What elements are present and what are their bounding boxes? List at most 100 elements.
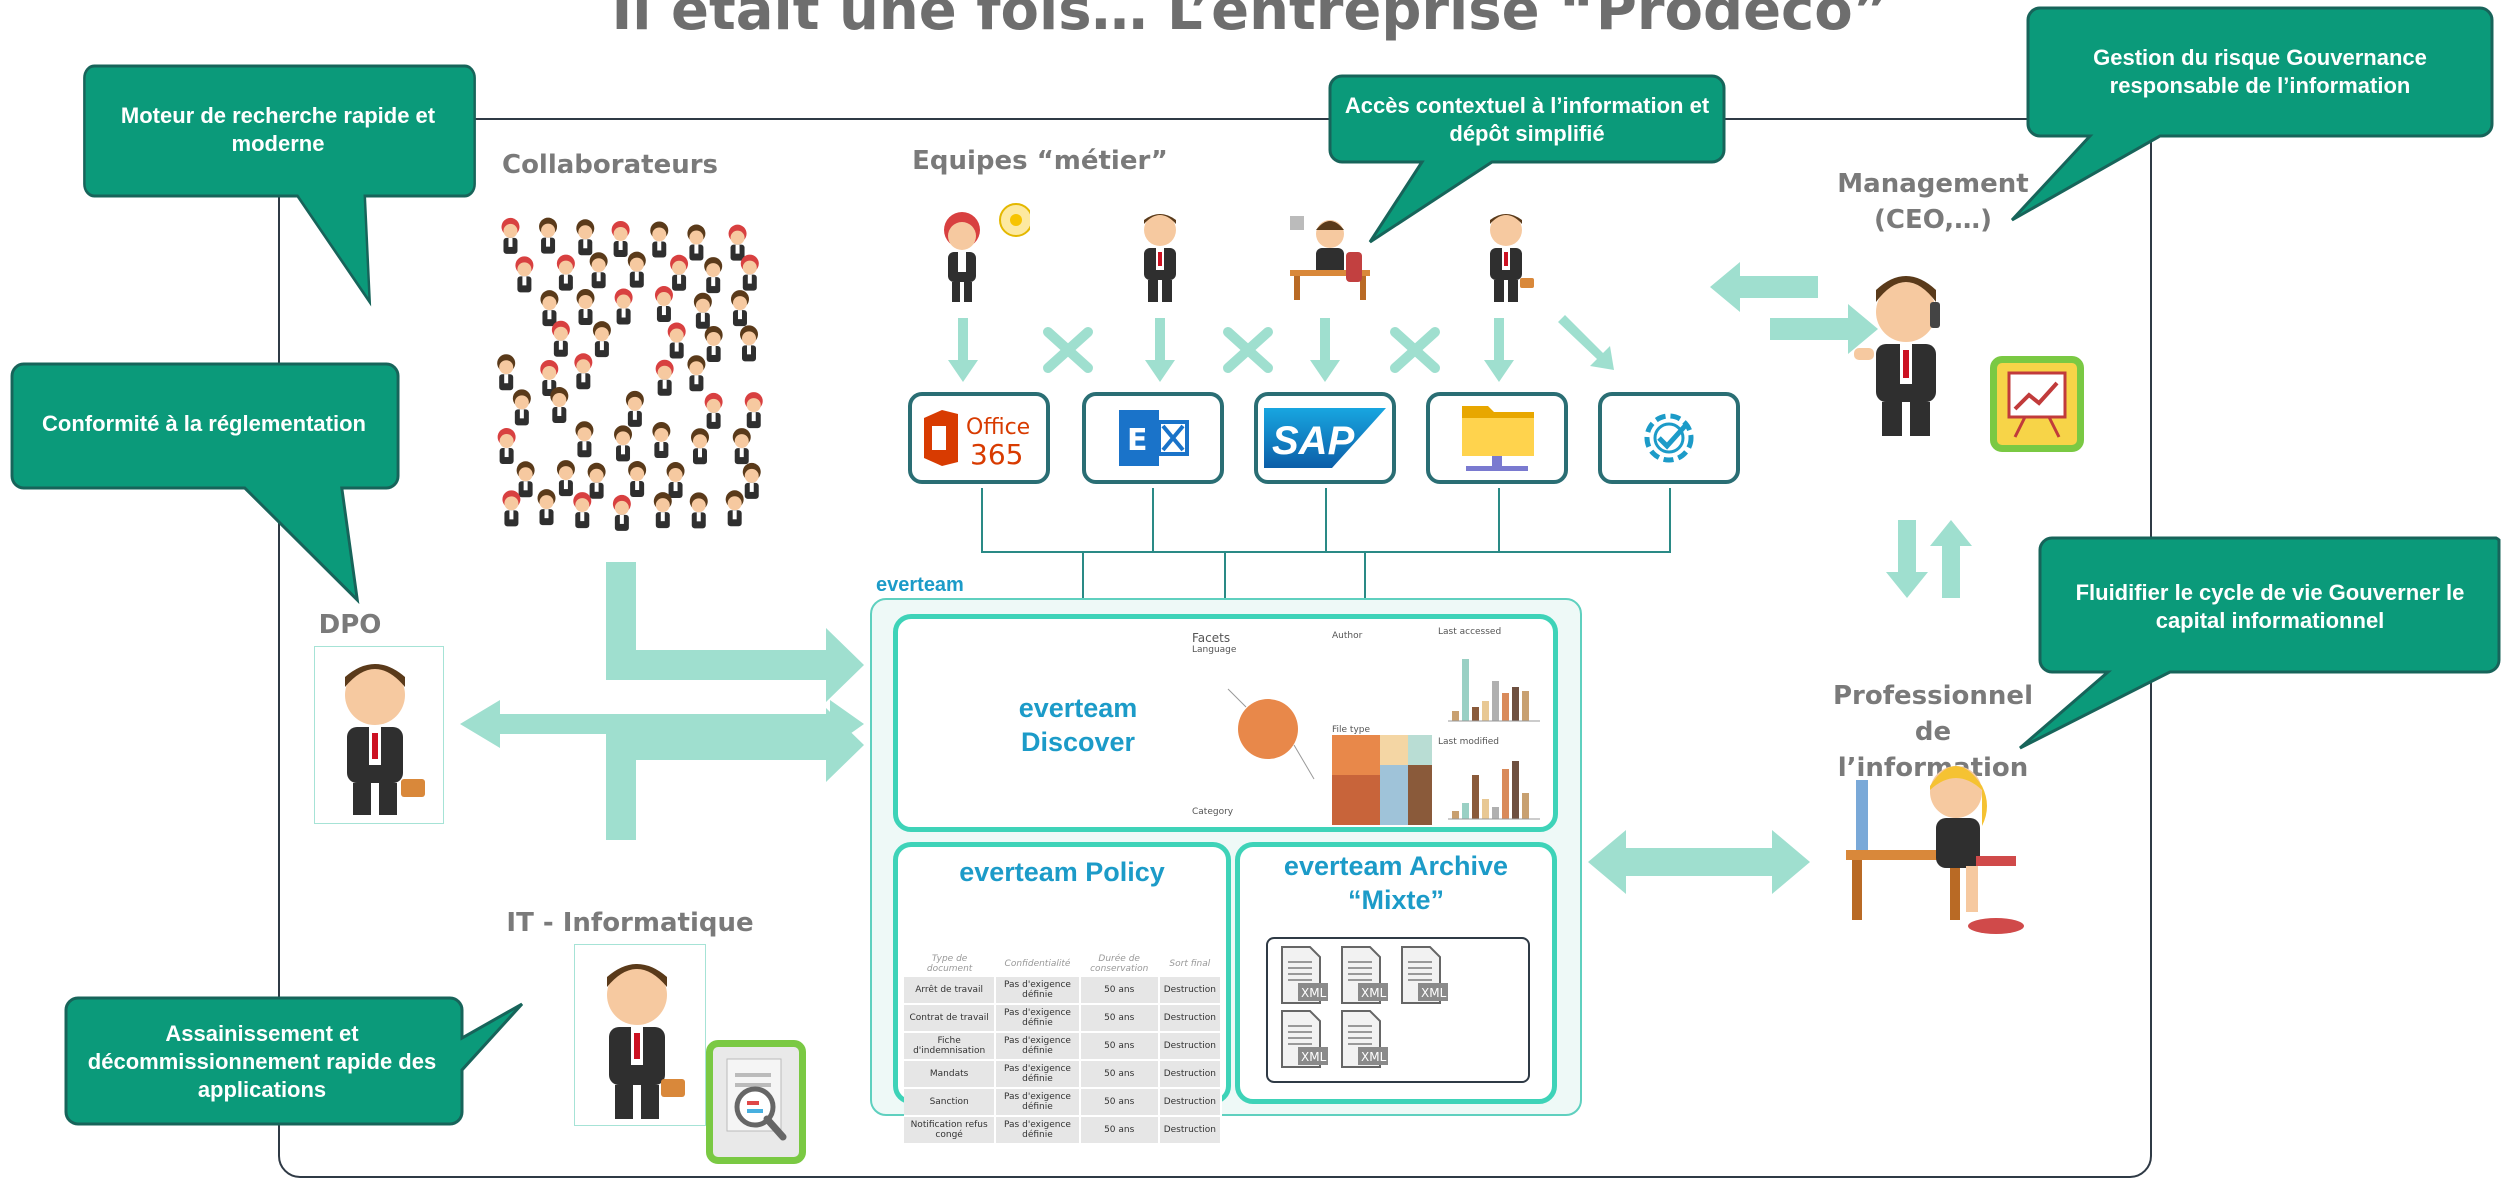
app-settings (1598, 392, 1740, 484)
discover-last-accessed-label: Last accessed (1438, 627, 1502, 637)
xml-file-icon: XML (1341, 946, 1388, 1004)
crowd-person (704, 257, 723, 294)
diagram-title: Il était une fois… L’entreprise “Prodéco… (611, 0, 1890, 43)
preview-bar (1462, 803, 1469, 819)
network-folder-icon (1462, 406, 1534, 471)
policy-table: Type de document Confidentialité Durée d… (904, 951, 1223, 1145)
preview-bar (1492, 681, 1499, 721)
preview-bar (1492, 807, 1499, 819)
presentation-chart-icon (1990, 356, 2084, 452)
crowd-person (575, 421, 594, 458)
label-collaborateurs: Collaborateurs (501, 150, 719, 180)
preview-bar (1472, 707, 1479, 721)
crowd-person (627, 251, 646, 288)
app-file-share (1426, 392, 1568, 484)
crowd-person (666, 462, 685, 499)
crowd-person (693, 292, 712, 329)
preview-bar (1512, 761, 1519, 819)
crowd-person (704, 325, 723, 362)
crowd-person (611, 220, 630, 257)
crowd-person (573, 492, 592, 529)
crowd-person (576, 219, 595, 256)
person-equipe-2 (1144, 214, 1176, 302)
management-arrows (1710, 262, 1972, 598)
xml-files-grid: XML XML XML XML XML (1281, 946, 1448, 1068)
archive-files-box: XML XML XML XML XML (1266, 937, 1530, 1083)
crowd-person (502, 490, 521, 527)
crowd-person (556, 254, 575, 291)
preview-bar (1482, 799, 1489, 819)
callout-acces: Accès contextuel à l’information et dépô… (1328, 74, 1730, 254)
preview-bar (1502, 769, 1509, 819)
crowd-person (652, 421, 671, 458)
xml-label: XML (1301, 986, 1327, 1000)
person-professionnel (1846, 766, 2024, 934)
crowd-person (589, 252, 608, 289)
callout-assainissement-text: Assainissement et décommissionnement rap… (87, 1021, 437, 1102)
callout-risque-text: Gestion du risque Gouvernance responsabl… (2093, 45, 2427, 98)
crowd-person (687, 355, 706, 392)
xml-label: XML (1361, 1050, 1387, 1064)
callout-fluidifier-text: Fluidifier le cycle de vie Gouverner le … (2075, 580, 2465, 633)
crowd-person (497, 428, 516, 465)
preview-bar (1452, 711, 1459, 721)
crowd-person (730, 290, 749, 327)
crowd-person (501, 217, 520, 254)
preview-bar (1482, 701, 1489, 721)
label-management: Management (CEO,…) (1837, 169, 2029, 235)
crowd-person (667, 322, 686, 359)
callout-conformite: Conformité à la réglementation (10, 362, 400, 605)
crowd-person (592, 321, 611, 358)
discover-facets-label: Facets (1192, 631, 1231, 645)
crowd-person (587, 462, 606, 499)
xml-file-icon: XML (1401, 946, 1448, 1004)
panel-policy: everteam Policy Type de document Confide… (893, 842, 1231, 1145)
crowd-person (650, 221, 669, 258)
crowd-person (740, 325, 759, 362)
person-equipe-3 (1290, 216, 1370, 300)
label-professionnel: Professionnel de l’information (1833, 681, 2033, 783)
office365-icon: Office 365 (924, 410, 1030, 471)
discover-bar-chart-modified (1448, 761, 1540, 820)
person-dpo (345, 664, 425, 815)
left-big-arrows (460, 562, 864, 840)
label-it: IT - Informatique (506, 908, 754, 938)
crowd-person (516, 461, 535, 498)
person-equipe-1 (944, 203, 1030, 302)
collaborateurs-crowd (497, 217, 763, 531)
everteam-brand: everteam (876, 574, 964, 596)
crowd-person (704, 392, 723, 429)
gear-check-icon (1644, 413, 1694, 463)
discover-title: everteam Discover (1018, 693, 1138, 757)
crowd-person (728, 224, 747, 261)
xml-file-icon: XML (1281, 1010, 1328, 1068)
crowd-person (654, 286, 673, 323)
app-office365: Office 365 (908, 392, 1050, 484)
callout-assainissement: Assainissement et décommissionnement rap… (64, 996, 536, 1136)
crowd-person (744, 392, 763, 429)
policy-table-header: Type de document Confidentialité Durée d… (926, 954, 1211, 974)
crowd-person (515, 256, 534, 293)
label-equipes: Equipes “métier” (912, 146, 1168, 176)
sap-icon: SAP (1264, 408, 1386, 468)
crowd-person (742, 462, 761, 499)
discover-category-label: Category (1192, 807, 1234, 817)
callout-acces-text: Accès contextuel à l’information et dépô… (1344, 93, 1710, 146)
crowd-person (689, 492, 708, 529)
crowd-person (670, 254, 689, 291)
crowd-person (614, 288, 633, 325)
crowd-person (690, 428, 709, 465)
policy-title: everteam Policy (959, 857, 1165, 887)
office-text: Office (966, 415, 1030, 440)
down-arrows (948, 315, 1614, 382)
document-search-icon (706, 1040, 806, 1164)
preview-bar (1452, 811, 1459, 819)
crowd-person (732, 428, 751, 465)
discover-author-label: Author (1332, 631, 1363, 641)
